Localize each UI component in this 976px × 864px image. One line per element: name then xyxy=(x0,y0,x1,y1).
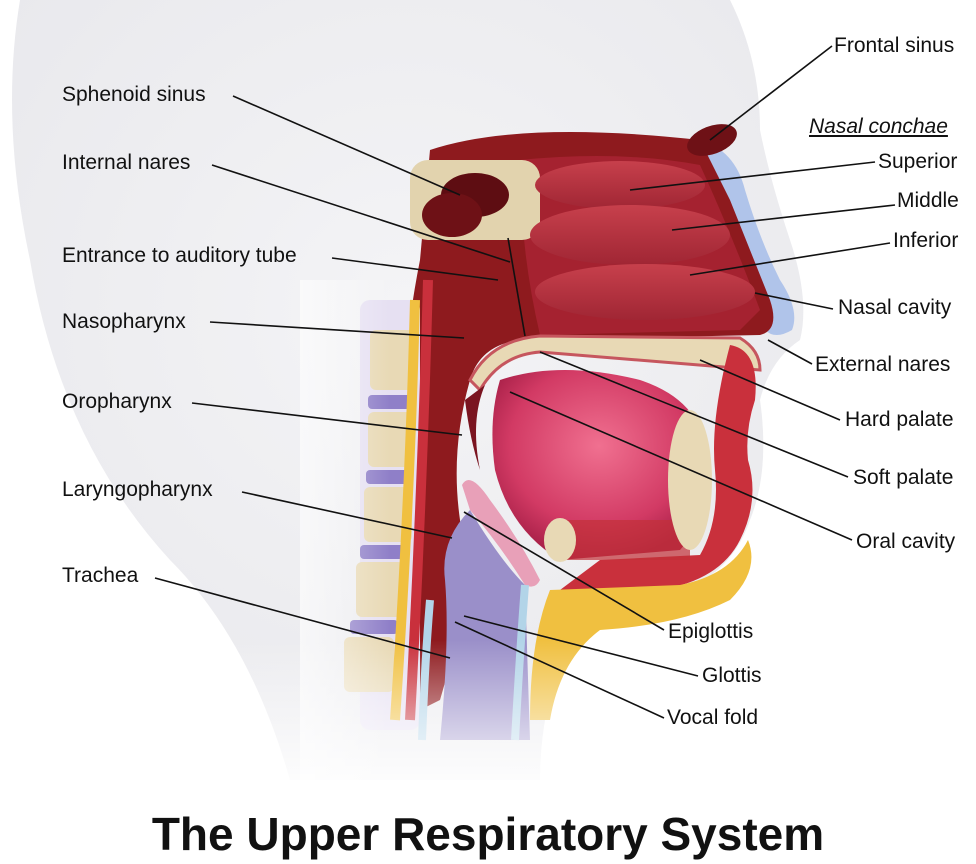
concha-middle xyxy=(530,205,730,265)
label-nasal-conchae-heading: Nasal conchae xyxy=(809,115,948,138)
leader-inferior xyxy=(689,242,891,276)
label-trachea: Trachea xyxy=(62,564,139,587)
leader-external-nares xyxy=(767,339,813,365)
leader-oral-cavity xyxy=(509,391,853,541)
label-superior: Superior xyxy=(878,150,958,173)
label-hard-palate: Hard palate xyxy=(845,408,954,431)
leader-nasopharynx xyxy=(209,321,465,339)
leader-oropharynx xyxy=(191,402,463,436)
jaw-bone xyxy=(668,410,712,550)
label-frontal-sinus: Frontal sinus xyxy=(834,34,955,57)
label-entrance-auditory-tube: Entrance to auditory tube xyxy=(62,244,297,267)
label-laryngopharynx: Laryngopharynx xyxy=(62,478,213,501)
label-oral-cavity: Oral cavity xyxy=(856,530,956,553)
label-oropharynx: Oropharynx xyxy=(62,390,172,413)
label-nasopharynx: Nasopharynx xyxy=(62,310,186,333)
concha-superior xyxy=(535,161,705,209)
label-inferior: Inferior xyxy=(893,229,959,252)
frontal-sinus-shape xyxy=(687,124,737,156)
label-epiglottis: Epiglottis xyxy=(668,620,754,643)
leader-lines xyxy=(154,45,896,719)
lips-jaw xyxy=(560,345,756,590)
fade-bottom xyxy=(0,640,976,800)
label-sphenoid-sinus: Sphenoid sinus xyxy=(62,83,206,106)
leader-laryngopharynx xyxy=(241,491,453,539)
label-external-nares: External nares xyxy=(815,353,951,376)
leader-frontal-sinus xyxy=(709,45,833,141)
label-nasal-cavity: Nasal cavity xyxy=(838,296,952,319)
leader-nasal-cavity xyxy=(754,292,834,310)
label-glottis: Glottis xyxy=(702,664,762,687)
fade-left xyxy=(300,280,390,800)
leader-vocal-fold xyxy=(454,621,665,719)
concha-inferior xyxy=(535,264,755,320)
leader-glottis xyxy=(463,615,699,677)
leader-auditory-tube xyxy=(331,257,499,281)
sphenoid-sinus-shape-2 xyxy=(422,193,482,237)
hyoid xyxy=(544,518,576,562)
leader-internal-nares xyxy=(211,164,511,263)
leader-soft-palate xyxy=(539,351,849,478)
label-vocal-fold: Vocal fold xyxy=(667,706,759,729)
leader-trachea xyxy=(154,577,451,659)
label-internal-nares: Internal nares xyxy=(62,151,191,174)
leader-superior xyxy=(629,161,876,191)
fat-layer xyxy=(530,540,752,720)
leader-hard-palate xyxy=(699,359,841,421)
page-title: The Upper Respiratory System xyxy=(151,808,825,860)
tongue-muscle-base xyxy=(560,520,690,560)
label-middle: Middle xyxy=(897,189,959,212)
leader-epiglottis xyxy=(463,511,665,631)
leader-sphenoid xyxy=(232,95,461,196)
palate xyxy=(468,334,762,393)
leader-middle xyxy=(671,204,896,231)
leader-internal-nares-2 xyxy=(507,237,526,337)
oral-cavity-dark xyxy=(465,385,485,470)
label-soft-palate: Soft palate xyxy=(853,466,954,489)
tongue xyxy=(492,370,706,560)
